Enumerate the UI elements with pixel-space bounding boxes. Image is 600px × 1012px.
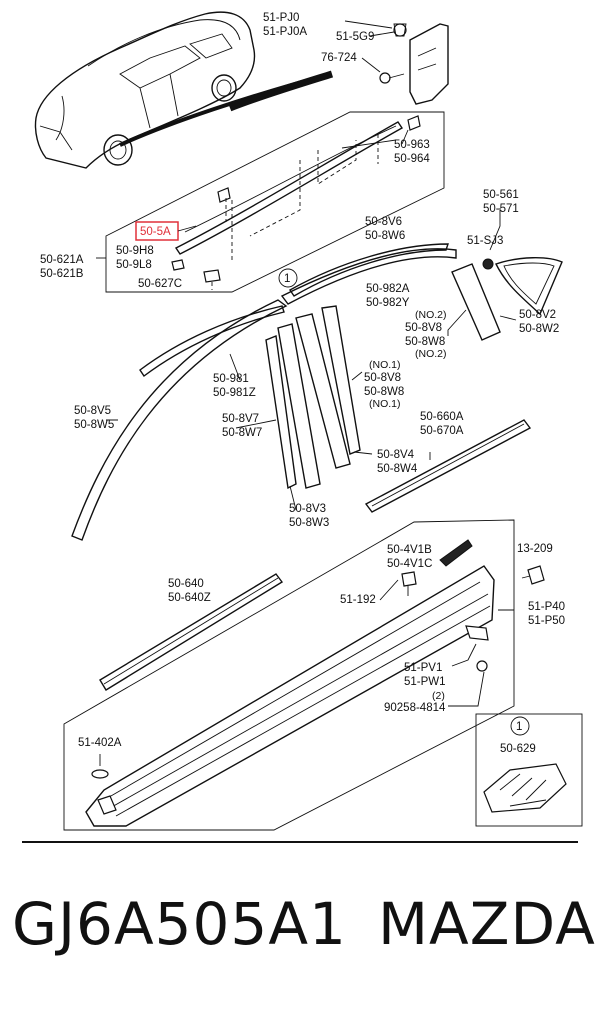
label-50-4v1c: 50-4V1C [387,558,432,570]
brand-name: MAZDA [378,890,596,958]
label-no2-bottom: (NO.2) [415,348,447,360]
label-51-p50: 51-P50 [528,615,565,627]
label-50-9l8: 50-9L8 [116,259,152,271]
caption: GJ6A505A1 MAZDA [0,890,600,980]
detail-inset [475,713,583,827]
label-50-561: 50-561 [483,189,519,201]
label-76-724: 76-724 [321,52,357,64]
label-50-627c: 50-627C [138,278,182,290]
label-13-209: 13-209 [517,543,553,555]
label-no1-bottom: (NO.1) [369,398,401,410]
label-51-pw1: 51-PW1 [404,676,446,688]
label-50-8v3: 50-8V3 [289,503,326,515]
label-50-8v7: 50-8V7 [222,413,259,425]
label-50-640: 50-640 [168,578,204,590]
rear-bracket [344,20,449,105]
parts-diagram: 51-PJ0 51-PJ0A 51-5G9 76-724 50-963 50-9… [22,11,583,843]
label-no2-top: (NO.2) [415,309,447,321]
label-50-8w8-no2: 50-8W8 [405,336,445,348]
label-50-982y: 50-982Y [366,297,410,309]
label-50-629: 50-629 [500,743,536,755]
label-50-8w5: 50-8W5 [74,419,114,431]
label-no1-top: (NO.1) [369,359,401,371]
label-50-621b: 50-621B [40,268,84,280]
label-50-8v8-no1: 50-8V8 [364,372,401,384]
part-labels: 51-PJ0 51-PJ0A 51-5G9 76-724 50-963 50-9… [40,12,565,755]
label-50-660a: 50-660A [420,411,464,423]
label-50-8w2: 50-8W2 [519,323,559,335]
label-50-963: 50-963 [394,139,430,151]
label-50-981: 50-981 [213,373,249,385]
label-51-pj0a: 51-PJ0A [263,26,307,38]
ref-marker-1-inset: 1 [516,721,522,733]
label-50-8w8-no1: 50-8W8 [364,386,404,398]
label-51-p40: 51-P40 [528,601,565,613]
label-51-192: 51-192 [340,594,376,606]
label-50-8w6: 50-8W6 [365,230,405,242]
label-50-964: 50-964 [394,153,430,165]
part-number: GJ6A505A1 [12,890,347,958]
label-51-pv1: 51-PV1 [404,662,442,674]
label-51-402a: 51-402A [78,737,122,749]
label-50-8w7: 50-8W7 [222,427,262,439]
label-50-8w4: 50-8W4 [377,463,418,475]
label-50-621a: 50-621A [40,254,84,266]
label-51-sj3: 51-SJ3 [467,235,503,247]
label-50-5a: 50-5A [140,226,171,238]
label-50-571: 50-571 [483,203,519,215]
label-50-4v1b: 50-4V1B [387,544,432,556]
rocker-box [63,519,545,831]
car-illustration [34,11,334,169]
door-moldings [71,243,563,691]
label-51-5g9: 51-5G9 [336,31,374,43]
label-qty-2: (2) [432,690,445,702]
label-90258-4814: 90258-4814 [384,702,446,714]
roof-molding-box [96,111,445,293]
ref-marker-1-main: 1 [284,273,290,285]
label-51-pj0: 51-PJ0 [263,12,299,24]
label-50-8v6: 50-8V6 [365,216,402,228]
label-50-8v4: 50-8V4 [377,449,415,461]
label-50-9h8: 50-9H8 [116,245,154,257]
label-50-8v5: 50-8V5 [74,405,111,417]
label-50-981z: 50-981Z [213,387,256,399]
label-50-670a: 50-670A [420,425,464,437]
label-50-8w3: 50-8W3 [289,517,329,529]
label-50-982a: 50-982A [366,283,410,295]
label-50-640z: 50-640Z [168,592,211,604]
label-50-8v8-no2: 50-8V8 [405,322,442,334]
label-50-8v2: 50-8V2 [519,309,556,321]
